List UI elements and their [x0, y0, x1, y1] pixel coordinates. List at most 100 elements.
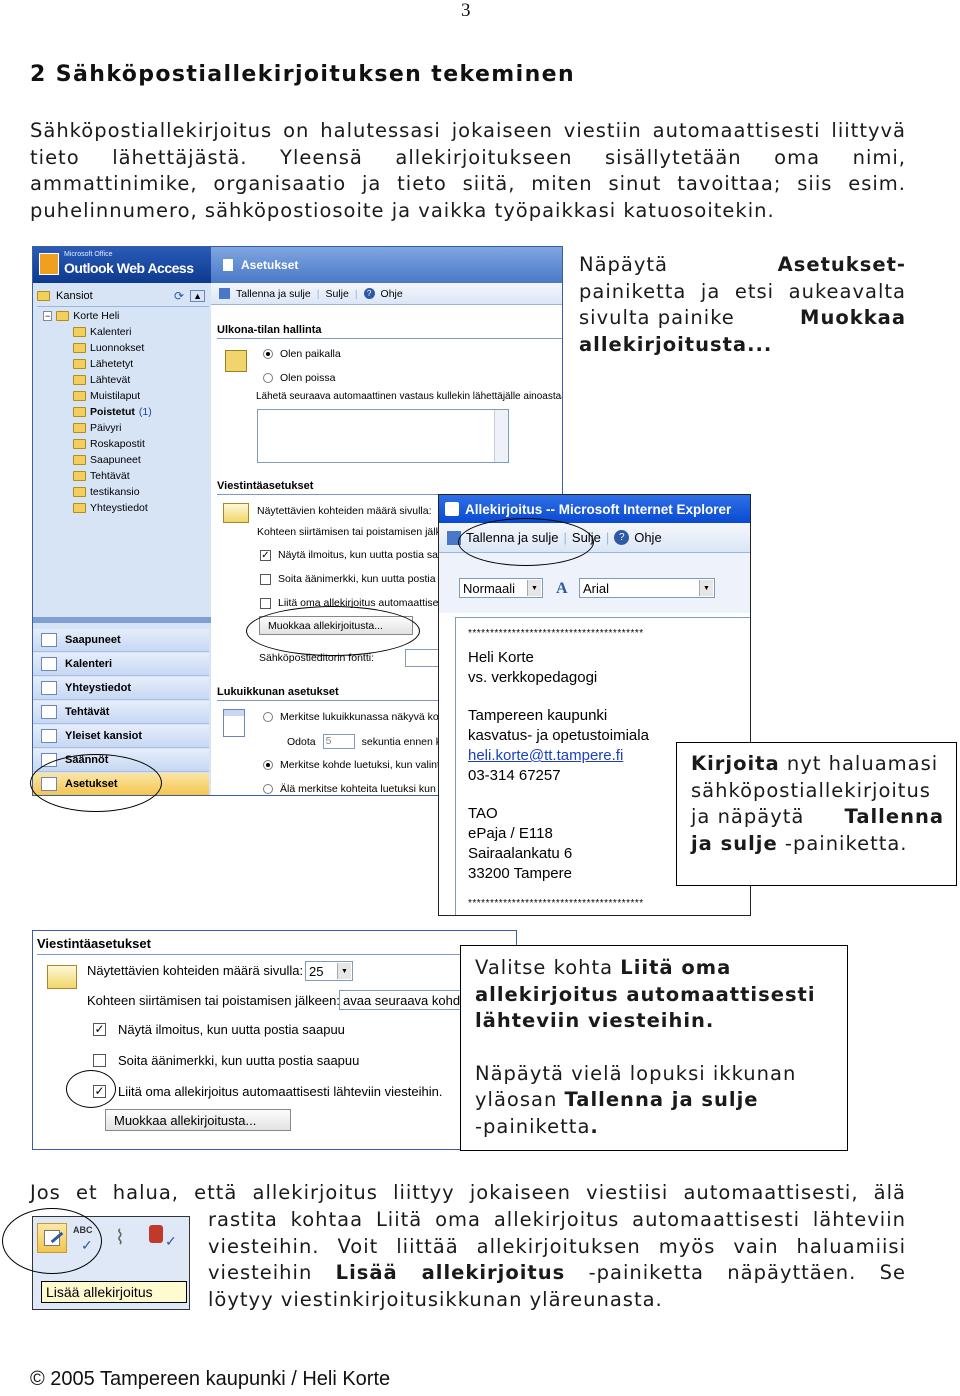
folder-icon [73, 343, 86, 353]
mark-select-row[interactable]: Merkitse kohde luetuksi, kun valinta [263, 759, 446, 771]
out-of-office-icon [225, 350, 247, 372]
sound-checkbox[interactable] [93, 1054, 106, 1067]
no-mark-row[interactable]: Älä merkitse kohteita luetuksi kun [263, 783, 436, 795]
pane-splitter[interactable] [33, 617, 211, 623]
style-value: Normaali [463, 580, 516, 596]
close-button[interactable]: Sulje [325, 287, 349, 300]
sig-email-link[interactable]: heli.korte@tt.tampere.fi [468, 747, 624, 764]
help-button[interactable]: Ohje [380, 287, 403, 300]
oof-reply-textarea[interactable] [257, 409, 509, 463]
notify-row[interactable]: ✓Näytä ilmoitus, kun uutta postia saapuu [260, 549, 461, 561]
msgshot-edit-signature-button[interactable]: Muokkaa allekirjoitusta... [105, 1109, 291, 1131]
font-color-icon[interactable]: A [556, 580, 568, 597]
oof-in-row[interactable]: Olen paikalla [263, 348, 341, 360]
inbox-icon [73, 455, 86, 465]
mark-read-label: Merkitse lukuikkunassa näkyvä kohde [280, 711, 457, 723]
attach-checkbox[interactable] [260, 597, 271, 609]
step3-bold: . [590, 1114, 599, 1138]
closing-line-1: Jos et halua, että allekirjoitus liittyy… [30, 1181, 906, 1204]
tree-item[interactable]: Saapuneet [73, 454, 141, 466]
items-value: 25 [309, 963, 324, 979]
tree-item[interactable]: Roskapostit [73, 438, 145, 450]
items-label: Näytettävien kohteiden määrä sivulla: [257, 505, 432, 517]
tree-item[interactable]: Poistetut(1) [73, 406, 152, 418]
sig-line: 03-314 67257 [468, 767, 561, 784]
tree-item[interactable]: Luonnokset [73, 342, 144, 354]
tree-item[interactable]: Kalenteri [73, 326, 131, 338]
envelope-icon [223, 503, 249, 523]
nav-public-folders[interactable]: Yleiset kansiot [33, 725, 209, 748]
step1-bold: Muokkaa [800, 306, 906, 330]
reading-pane-icon [223, 709, 245, 737]
envelope-icon [47, 965, 77, 989]
nav-contacts[interactable]: Yhteystiedot [33, 677, 209, 700]
sound-row[interactable]: Soita äänimerkki, kun uutta postia saapu… [260, 573, 473, 585]
items-select[interactable]: 25▼ [305, 961, 353, 981]
msgshot-notify-row[interactable]: ✓Näytä ilmoitus, kun uutta postia saapuu [93, 1022, 345, 1037]
radio-out[interactable] [263, 373, 273, 383]
nav-label: Yleiset kansiot [65, 730, 143, 742]
tree-item[interactable]: Lähtevät [73, 374, 130, 386]
notify-checkbox[interactable]: ✓ [93, 1022, 106, 1036]
tree-item[interactable]: Tehtävät [73, 470, 130, 482]
sig-line [468, 786, 649, 804]
sig-line: Sairaalankatu 6 [468, 845, 573, 862]
sound-checkbox[interactable] [260, 573, 271, 585]
items-label: Näytettävien kohteiden määrä sivulla: [87, 963, 304, 978]
nav-calendar[interactable]: Kalenteri [33, 653, 209, 676]
step2-text: ja näpäytä [691, 805, 805, 829]
step2-bold: Tallenna [844, 805, 944, 829]
folder-icon [37, 290, 50, 301]
wait-seconds-input[interactable]: 5 [322, 734, 355, 749]
reading-section-title: Lukuikkunan asetukset [217, 686, 562, 701]
step2-callout: Kirjoita nyt haluamasi sähköpostiallekir… [676, 742, 957, 886]
closing-line: viesteihin Lisää allekirjoitus -painiket… [208, 1260, 906, 1287]
tree-item[interactable]: testikansio [73, 486, 140, 498]
tree-item[interactable]: Yhteystiedot [73, 502, 148, 514]
font-select[interactable]: Arial▼ [579, 578, 715, 598]
wait-label: Odota [287, 735, 316, 748]
mark-select-label: Merkitse kohde luetuksi, kun valinta [280, 759, 446, 771]
collapse-tree-icon[interactable]: − [43, 311, 53, 321]
radio-in[interactable] [263, 349, 273, 359]
paperclip-icon[interactable]: ⌇ [115, 1227, 125, 1249]
no-mark-radio[interactable] [263, 784, 273, 794]
refresh-icon[interactable]: ⟳ [174, 288, 185, 303]
nav-tasks[interactable]: Tehtävät [33, 701, 209, 724]
msgshot-sound-row[interactable]: Soita äänimerkki, kun uutta postia saapu… [93, 1053, 359, 1068]
mailbox-icon [56, 311, 70, 321]
tree-label: Korte Heli [73, 310, 120, 322]
style-select[interactable]: Normaali ▼ [459, 578, 543, 598]
folders-label: Kansiot [56, 289, 93, 302]
mark-select-radio[interactable] [263, 760, 273, 770]
msgshot-attach-row[interactable]: ✓Liitä oma allekirjoitus automaattisesti… [93, 1084, 442, 1099]
notify-checkbox[interactable]: ✓ [260, 549, 271, 561]
save-close-button[interactable]: Tallenna ja sulje [236, 287, 311, 300]
collapse-icon[interactable]: ▲ [190, 289, 205, 302]
scrollbar[interactable] [494, 410, 508, 462]
nav-inbox[interactable]: Saapuneet [33, 629, 209, 652]
sigwin-help-button[interactable]: Ohje [634, 530, 662, 545]
tree-item[interactable]: Muistilaput [73, 390, 140, 402]
step3-callout: Valitse kohta Liitä oma allekirjoitus au… [460, 945, 848, 1151]
mark-read-row[interactable]: Merkitse lukuikkunassa näkyvä kohde [263, 711, 456, 723]
footer-copyright: © 2005 Tampereen kaupunki / Heli Korte [30, 1368, 391, 1390]
move-row: Kohteen siirtämisen tai poistamisen jälk… [257, 526, 458, 538]
tree-item[interactable]: Lähetetyt [73, 358, 133, 370]
settings-title: Asetukset [241, 258, 299, 272]
security-icon[interactable] [149, 1225, 163, 1243]
tree-label: Saapuneet [90, 454, 141, 466]
tree-item-root[interactable]: − Korte Heli [43, 310, 119, 322]
page-number: 3 [461, 0, 471, 21]
nav-label: Kalenteri [65, 658, 113, 670]
closing-paragraph: rastita kohtaa Liitä oma allekirjoitus a… [208, 1207, 906, 1313]
brand-title: Outlook Web Access [64, 260, 194, 276]
tree-item[interactable]: Päivyri [73, 422, 122, 434]
step3-bold: allekirjoitus automaattisesti [475, 982, 816, 1006]
mark-read-radio[interactable] [263, 712, 273, 722]
oof-out-row[interactable]: Olen poissa [263, 372, 335, 384]
oof-out-label: Olen poissa [280, 372, 336, 384]
chevron-down-icon: ▼ [527, 580, 541, 596]
signature-editor[interactable]: ****************************************… [455, 617, 750, 915]
message-settings-screenshot: Viestintäasetukset Näytettävien kohteide… [32, 930, 517, 1150]
